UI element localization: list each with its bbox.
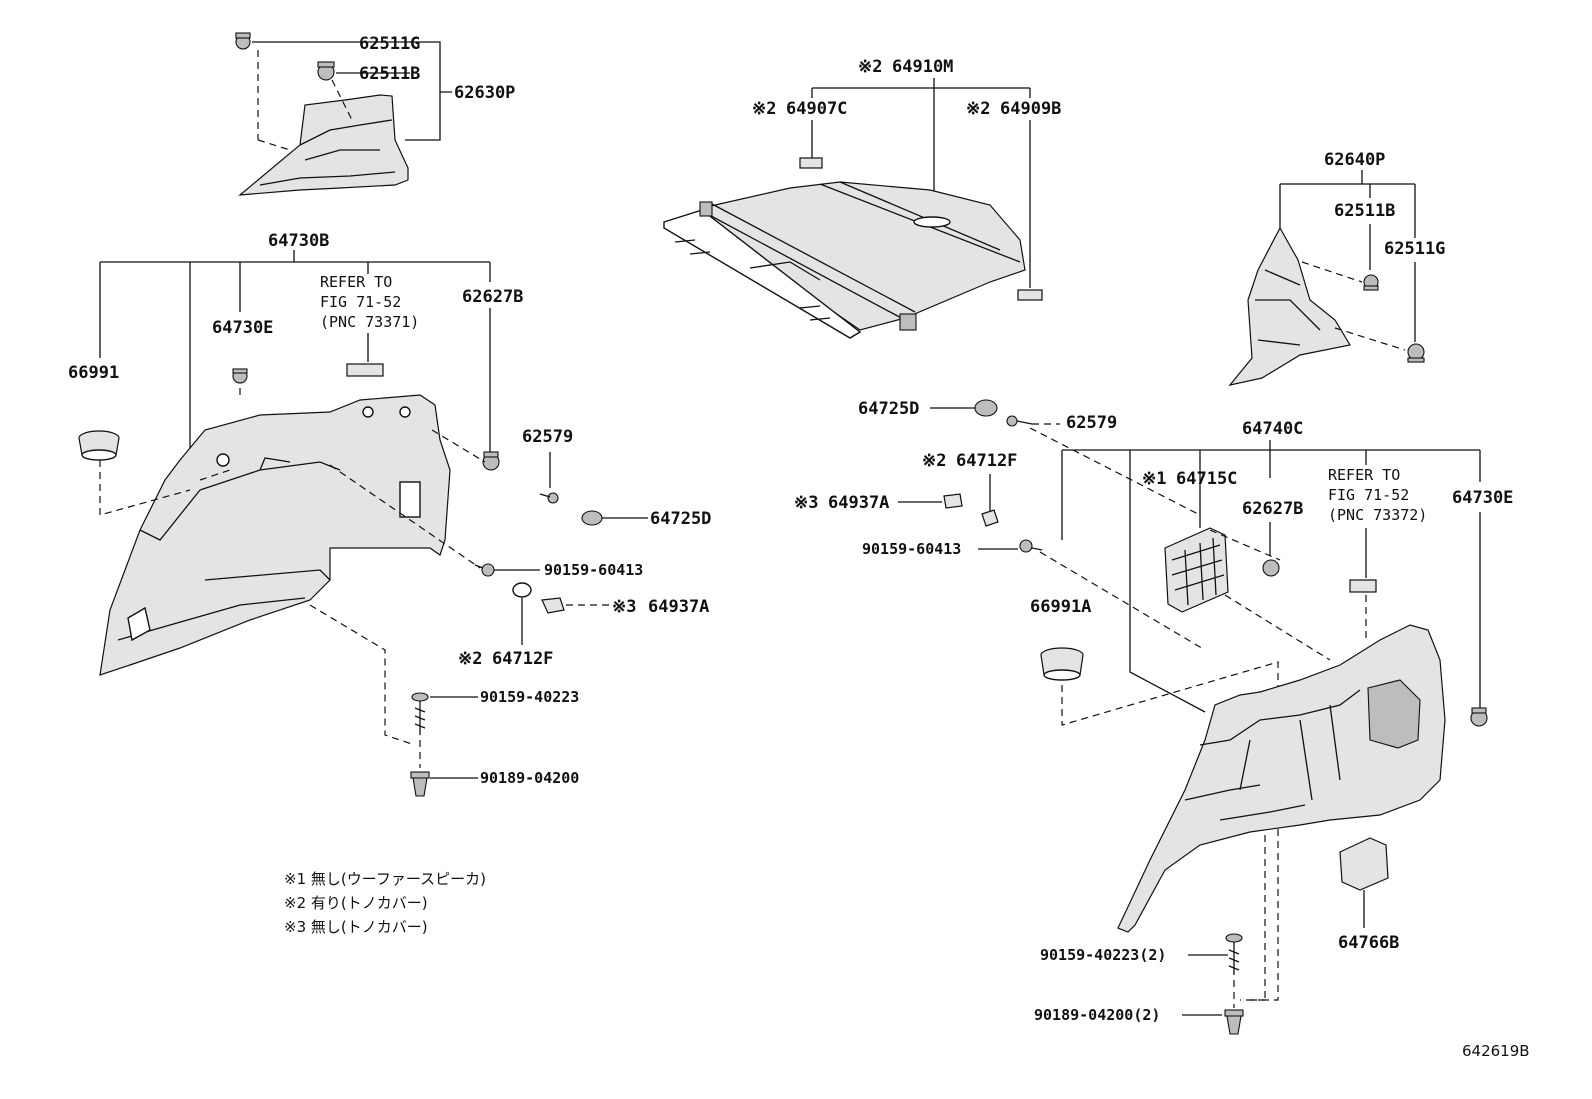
bracket-64907C	[799, 157, 823, 169]
note-2: ※2 有り(トノカバー)	[284, 894, 428, 912]
label-62511G-top: 62511G	[359, 34, 420, 54]
clip-64730E-left	[232, 368, 248, 384]
label-64715C: 64715C	[1176, 469, 1237, 489]
label-90159-60413-right: 90159-60413	[862, 540, 961, 558]
clip-62627B-right	[1262, 559, 1280, 577]
label-62511G-right: 62511G	[1384, 239, 1445, 259]
tonneau-cover-group: ※2 64910M ※2 64907C ※2 64909B	[663, 57, 1061, 339]
label-90159-40223-left: 90159-40223	[480, 688, 579, 706]
mark-64937A-right: ※3	[794, 493, 818, 513]
refer-part-73371	[346, 363, 384, 377]
label-64740C: 64740C	[1242, 419, 1303, 439]
label-refer-to-1: REFER TO	[320, 273, 392, 291]
tonneau-end-left	[699, 201, 713, 217]
right-quarter-trim-panel	[1117, 624, 1446, 933]
label-fig-71-52-2: FIG 71-52	[1328, 486, 1409, 504]
mark-64937A-left: ※3	[612, 597, 636, 617]
tonneau-end-right	[899, 313, 917, 331]
label-62627B-right: 62627B	[1242, 499, 1303, 519]
left-quarter-trim-panel	[99, 394, 451, 676]
label-64909B: 64909B	[1000, 99, 1061, 119]
label-62579-right: 62579	[1066, 413, 1117, 433]
label-66991A: 66991A	[1030, 597, 1091, 617]
illustration-id: 642619B	[1462, 1042, 1530, 1060]
upper-right-trim-panel	[1228, 226, 1351, 386]
clip-62511B-right	[1363, 274, 1379, 291]
mark-64715C: ※1	[1142, 469, 1166, 489]
label-64730E-left: 64730E	[212, 318, 273, 338]
left-panel-window	[399, 481, 421, 518]
cup-holder-66991	[78, 430, 120, 461]
label-90159-60413-left: 90159-60413	[544, 561, 643, 579]
label-64937A-right: 64937A	[828, 493, 889, 513]
label-refer-to-2: REFER TO	[1328, 466, 1400, 484]
clip-62511G-top	[235, 32, 251, 50]
label-pnc-73371: (PNC 73371)	[320, 313, 419, 331]
label-90189-04200-left: 90189-04200	[480, 769, 579, 787]
note-3: ※3 無し(トノカバー)	[284, 918, 428, 936]
cap-64937A-right	[943, 493, 963, 509]
refer-part-73372	[1349, 579, 1377, 593]
screw-62579-right	[1006, 415, 1033, 427]
label-62511B-top: 62511B	[359, 64, 420, 84]
upper-left-trim-group: 62511G 62511B 62630P	[235, 32, 515, 196]
mark-64907C: ※2	[752, 99, 776, 119]
upper-right-trim-group: 62640P 62511B 62511G	[1228, 150, 1445, 386]
clip-90189-04200-left	[410, 771, 430, 797]
label-64907C: 64907C	[786, 99, 847, 119]
clip-90189-04200-right	[1224, 1009, 1244, 1035]
speaker-box-64715C	[1164, 527, 1229, 613]
cap-64712F-left	[512, 582, 532, 598]
label-64910M: 64910M	[892, 57, 953, 77]
label-64712F-right: 64712F	[956, 451, 1017, 471]
label-64725D-left: 64725D	[650, 509, 711, 529]
cup-holder-66991A	[1040, 647, 1084, 681]
label-62630P: 62630P	[454, 83, 515, 103]
clip-64730E-right	[1470, 707, 1488, 727]
clip-62511B-top	[317, 61, 335, 81]
mark-64712F-right: ※2	[922, 451, 946, 471]
label-62511B-right: 62511B	[1334, 201, 1395, 221]
label-90189-04200-right: 90189-04200(2)	[1034, 1006, 1160, 1024]
clip-62511G-right	[1407, 343, 1425, 363]
clip-62627B-left	[482, 451, 500, 471]
label-64712F-left: 64712F	[492, 649, 553, 669]
label-62579-left: 62579	[522, 427, 573, 447]
label-62640P: 62640P	[1324, 150, 1385, 170]
label-64725D-right: 64725D	[858, 399, 919, 419]
note-1: ※1 無し(ウーファースピーカ)	[284, 870, 486, 888]
screw-90159-40223-right	[1225, 933, 1243, 975]
label-64730B: 64730B	[268, 231, 329, 251]
mark-64910M: ※2	[858, 57, 882, 77]
label-pnc-73372: (PNC 73372)	[1328, 506, 1427, 524]
right-panel-pocket	[1367, 679, 1421, 749]
cap-64712F-right	[981, 509, 999, 527]
screw-90159-40223-left	[411, 692, 429, 735]
footnotes: ※1 無し(ウーファースピーカ) ※2 有り(トノカバー) ※3 無し(トノカバ…	[284, 870, 486, 936]
right-quarter-trim-group: 64725D 62579 64740C ※2 64712F ※1 64715C …	[794, 399, 1513, 1035]
bracket-64909B	[1017, 289, 1043, 301]
screw-62579-left	[539, 492, 559, 504]
label-64730E-right: 64730E	[1452, 488, 1513, 508]
label-62627B-left: 62627B	[462, 287, 523, 307]
label-66991: 66991	[68, 363, 119, 383]
label-fig-71-52-1: FIG 71-52	[320, 293, 401, 311]
mark-64712F-left: ※2	[458, 649, 482, 669]
cover-64766B	[1339, 837, 1389, 891]
label-90159-40223-right: 90159-40223(2)	[1040, 946, 1166, 964]
clip-64725D-left	[581, 510, 603, 526]
label-64766B: 64766B	[1338, 933, 1399, 953]
screw-90159-60413-right	[1019, 539, 1043, 553]
mark-64909B: ※2	[966, 99, 990, 119]
left-quarter-trim-group: 64730B REFER TO FIG 71-52 (PNC 73371) 62…	[68, 231, 711, 797]
upper-left-trim-panel	[238, 94, 409, 196]
clip-64725D-right	[974, 399, 998, 417]
screw-90159-60413-left	[474, 563, 495, 577]
cap-64937A-left	[541, 597, 565, 614]
label-64937A-left: 64937A	[648, 597, 709, 617]
